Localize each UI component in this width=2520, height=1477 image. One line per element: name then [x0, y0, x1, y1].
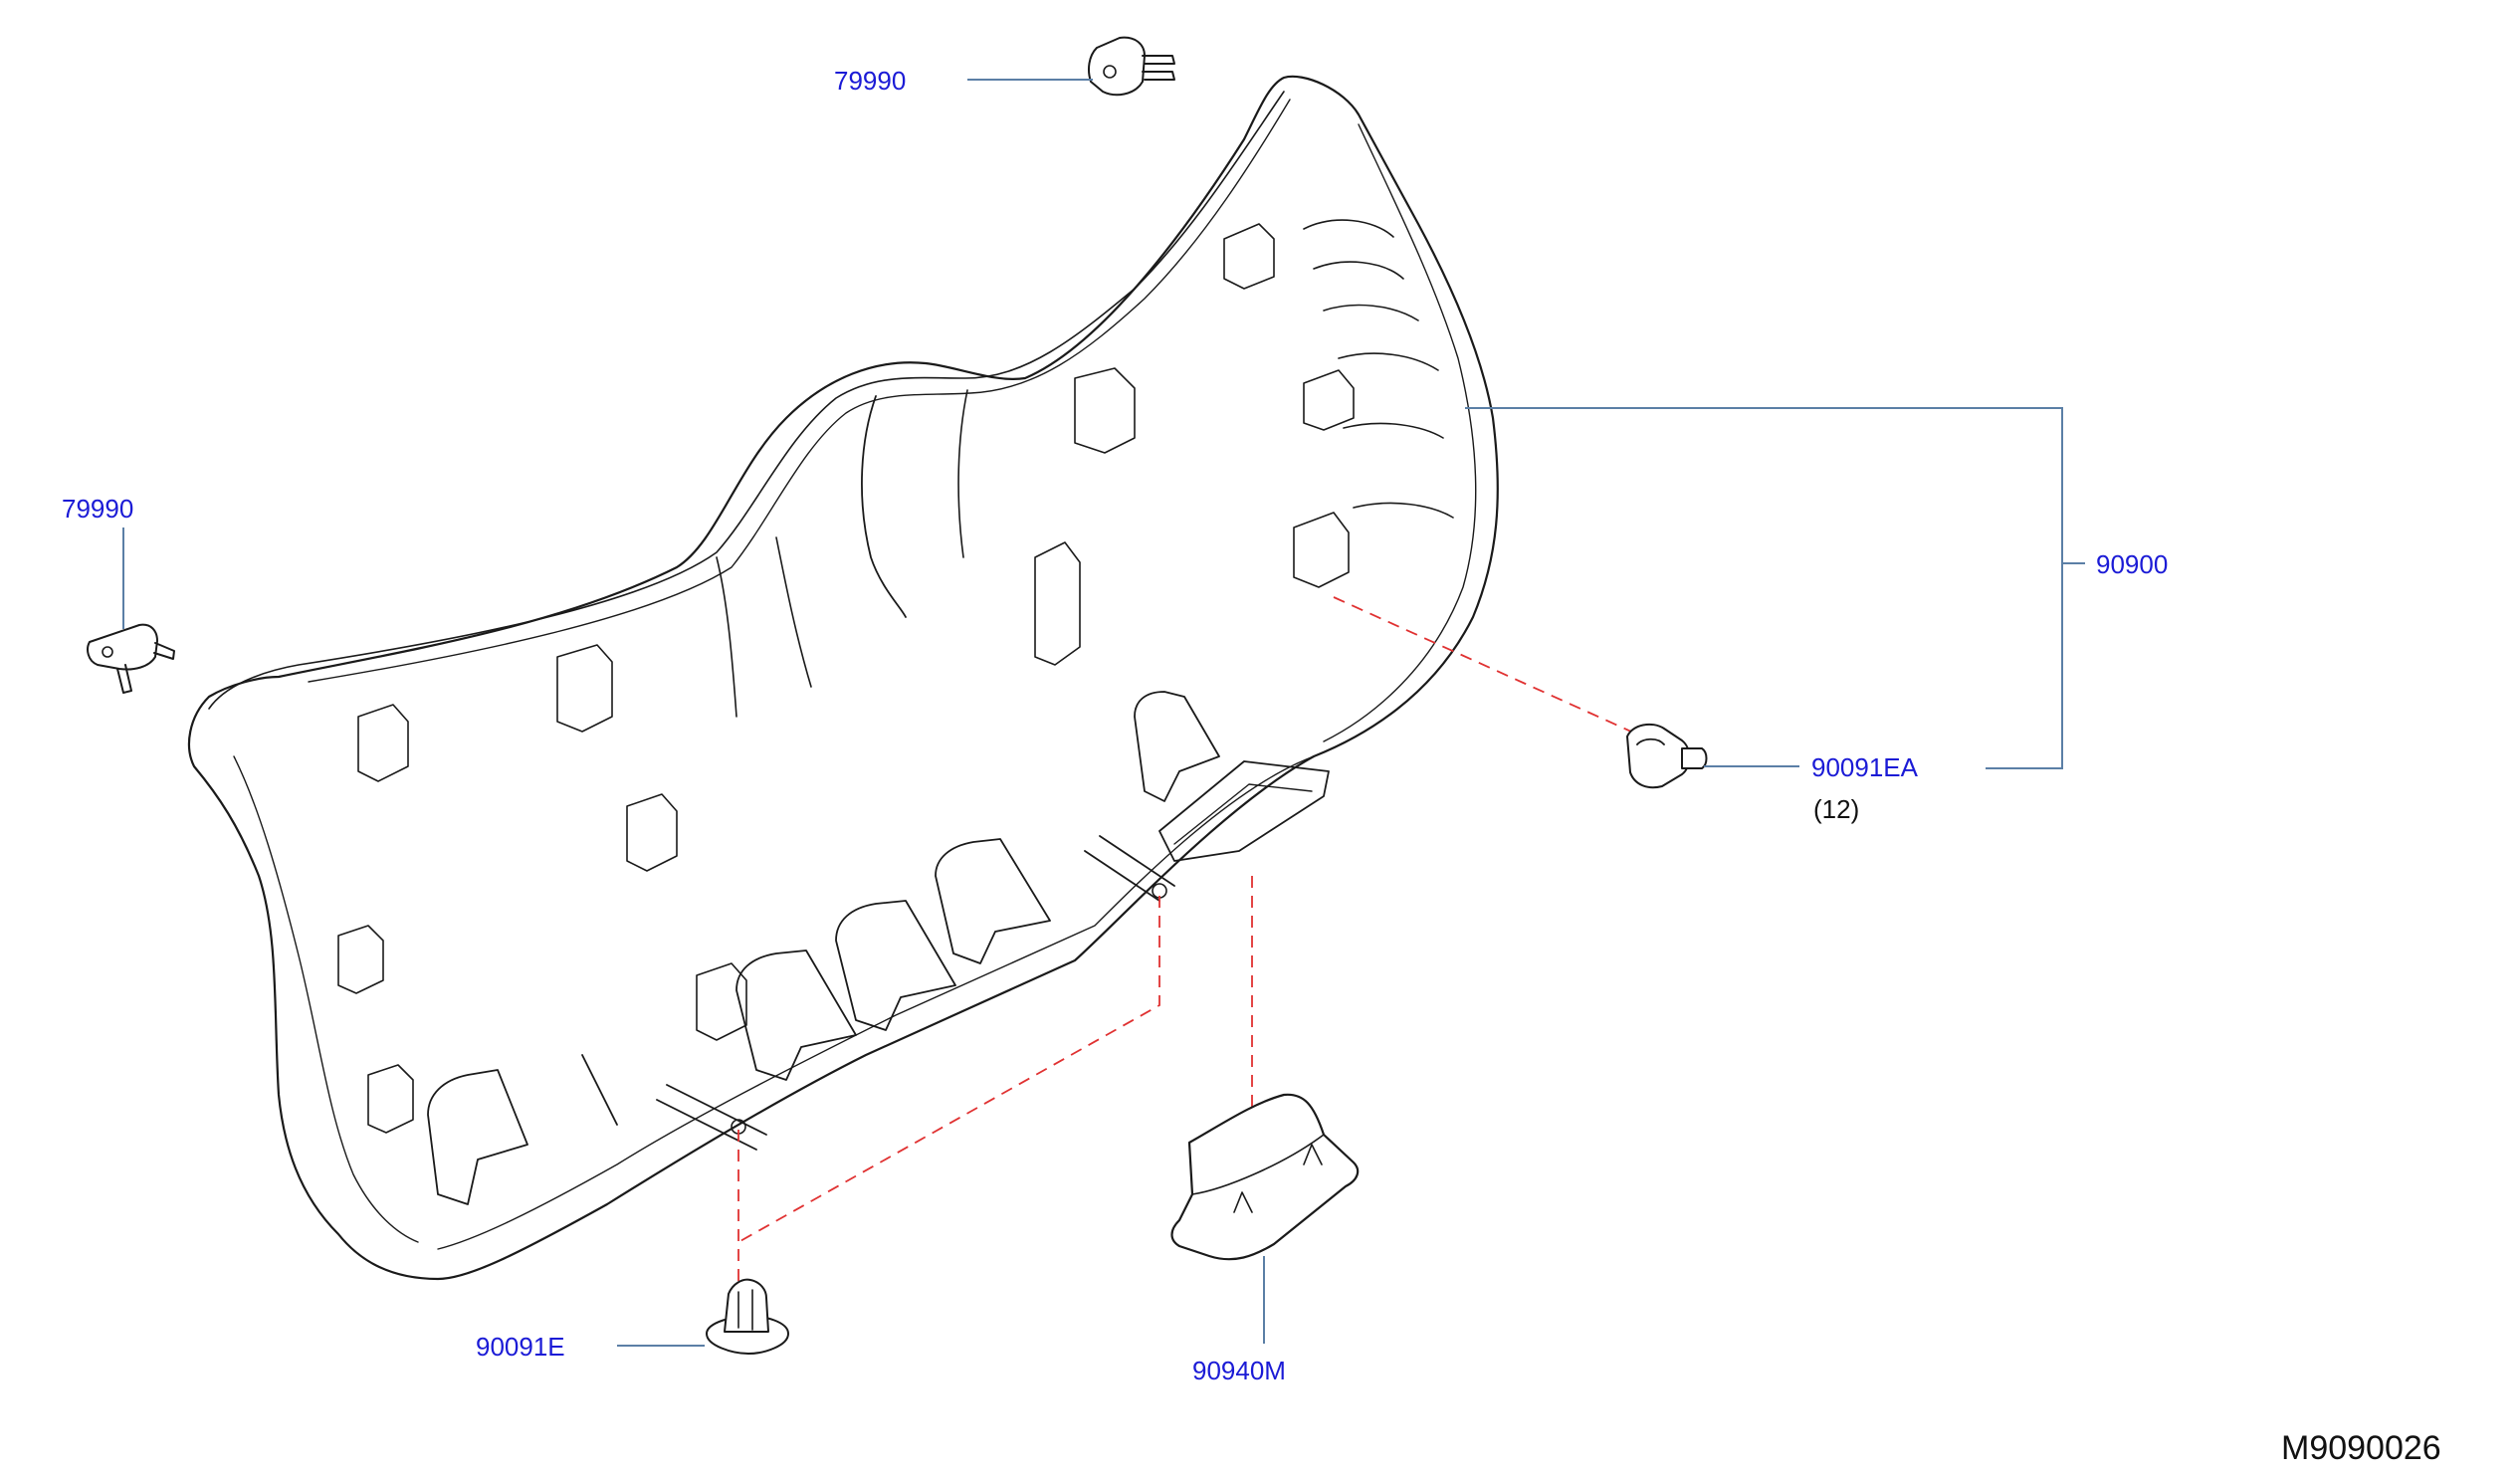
- label-90091EA[interactable]: 90091EA: [1811, 752, 1919, 782]
- panel-ribs-center: [716, 389, 968, 718]
- handle-90940M-drawing: [1170, 1093, 1360, 1261]
- panel-ribs-right: [1303, 219, 1454, 519]
- label-90940M[interactable]: 90940M: [1192, 1356, 1286, 1385]
- clip-79990-left-drawing: [87, 623, 175, 694]
- clip-90091E-drawing: [706, 1278, 789, 1355]
- guide-90091EA: [1333, 596, 1643, 738]
- diagram-reference-code: M9090026: [2281, 1429, 2441, 1467]
- label-90900[interactable]: 90900: [2096, 549, 2168, 579]
- leader-90900: [1465, 407, 2063, 769]
- clip-90091EA-drawing: [1626, 723, 1708, 789]
- panel-pockets: [427, 691, 1330, 1205]
- label-90091E[interactable]: 90091E: [476, 1332, 565, 1362]
- label-79990-left[interactable]: 79990: [62, 494, 133, 524]
- panel-brackets: [337, 223, 1355, 1134]
- label-79990-top[interactable]: 79990: [834, 66, 906, 96]
- back-door-trim-panel: [187, 75, 1499, 1281]
- clip-79990-top-drawing: [1088, 36, 1175, 97]
- guide-90091E-a: [737, 896, 1160, 1243]
- qty-90091EA: (12): [1813, 794, 1859, 824]
- panel-slots: [581, 835, 1175, 1151]
